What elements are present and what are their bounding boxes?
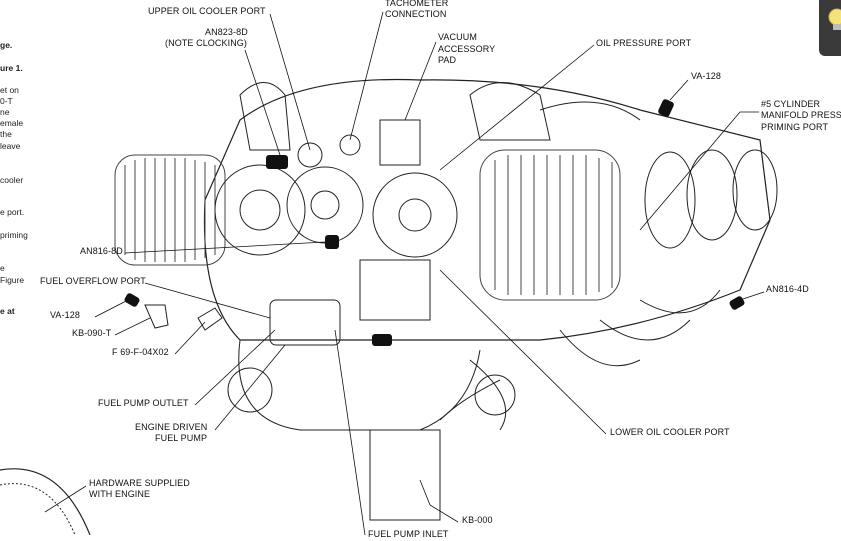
label-fuel-pump-outlet: FUEL PUMP OUTLET bbox=[98, 398, 189, 408]
label-va128-right: VA-128 bbox=[691, 71, 721, 81]
side-text: Figure bbox=[0, 275, 25, 285]
lightbulb-icon bbox=[828, 8, 841, 30]
label-with-engine: WITH ENGINE bbox=[89, 489, 151, 499]
label-an816-4d: AN816-4D bbox=[766, 284, 809, 294]
label-an823: AN823-8D bbox=[205, 27, 248, 37]
side-text: ge. bbox=[0, 40, 13, 50]
label-tachometer: TACHOMETER bbox=[385, 0, 449, 8]
label-pad: PAD bbox=[438, 55, 457, 65]
label-manifold-press: MANIFOLD PRESS bbox=[761, 110, 841, 120]
label-note-clocking: (NOTE CLOCKING) bbox=[165, 38, 248, 48]
side-text: ure 1. bbox=[0, 63, 23, 73]
side-text: e bbox=[0, 263, 5, 273]
side-text: e port. bbox=[0, 207, 25, 217]
label-fuel-pump-inlet: FUEL PUMP INLET bbox=[368, 529, 449, 539]
fitting-an823 bbox=[266, 155, 288, 169]
label-va128-left: VA-128 bbox=[50, 310, 80, 320]
label-kb000: KB-000 bbox=[462, 515, 493, 525]
label-upper-oil-cooler-port: UPPER OIL COOLER PORT bbox=[148, 6, 266, 16]
tip-button[interactable] bbox=[819, 0, 841, 56]
side-text: the bbox=[0, 129, 12, 139]
label-engine-driven: ENGINE DRIVEN bbox=[135, 422, 208, 432]
label-fuel-overflow-port: FUEL OVERFLOW PORT bbox=[40, 276, 146, 286]
label-fuel-pump: FUEL PUMP bbox=[155, 433, 208, 443]
label-lower-oil-cooler-port: LOWER OIL COOLER PORT bbox=[610, 427, 730, 437]
side-text: leave bbox=[0, 141, 21, 151]
label-hardware-supplied: HARDWARE SUPPLIED bbox=[89, 478, 190, 488]
label-oil-pressure-port: OIL PRESSURE PORT bbox=[596, 38, 692, 48]
label-vacuum: VACUUM bbox=[438, 32, 477, 42]
label-tachometer-connection: CONNECTION bbox=[385, 9, 447, 19]
label-kb090t: KB-090-T bbox=[72, 328, 112, 338]
side-text: et on bbox=[0, 85, 19, 95]
side-text: cooler bbox=[0, 175, 24, 185]
side-text: priming bbox=[0, 230, 28, 240]
side-text: 0-T bbox=[0, 96, 13, 106]
label-cylinder-5: #5 CYLINDER bbox=[761, 99, 821, 109]
label-f69: F 69-F-04X02 bbox=[112, 347, 169, 357]
label-an816-8d: AN816-8D bbox=[80, 246, 123, 256]
side-text: emale bbox=[0, 118, 24, 128]
side-text: ne bbox=[0, 107, 10, 117]
label-accessory: ACCESSORY bbox=[438, 44, 496, 54]
side-text: e at bbox=[0, 306, 15, 316]
label-priming-port: PRIMING PORT bbox=[761, 122, 829, 132]
